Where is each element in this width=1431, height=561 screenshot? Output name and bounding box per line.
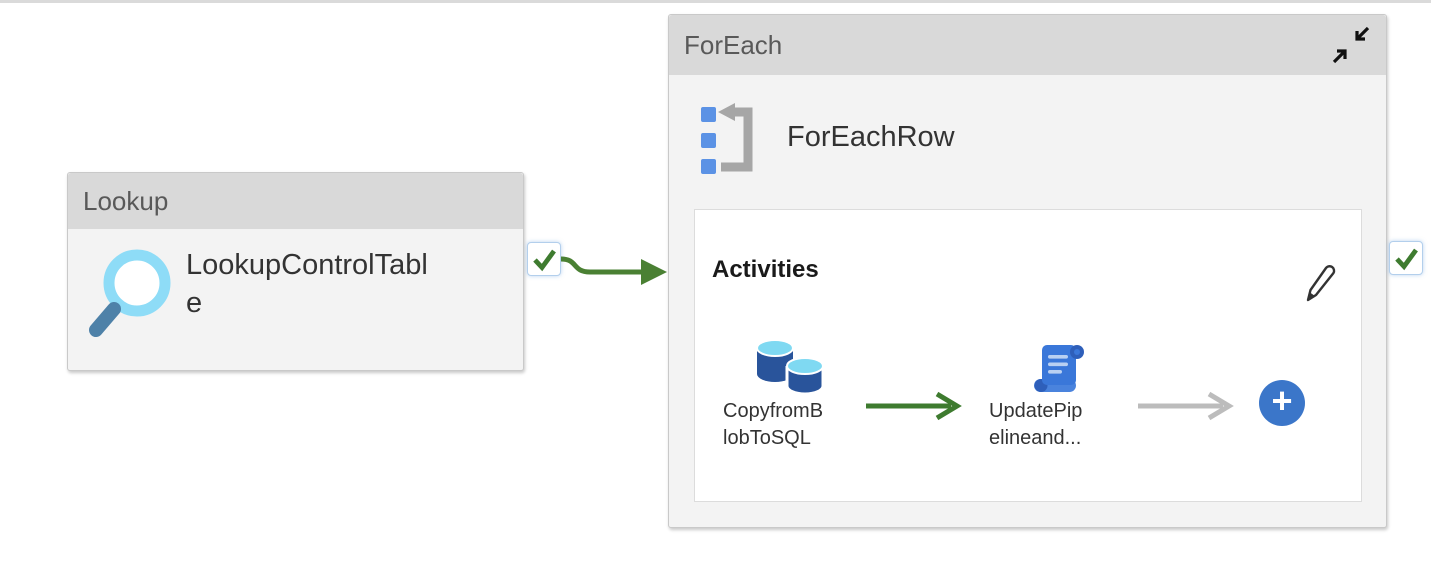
inner-success-connector-arrow[interactable] [865, 391, 963, 421]
lookup-node-header[interactable]: Lookup [68, 173, 523, 229]
lookup-node-name: LookupControlTabl e [186, 249, 428, 319]
foreach-loop-icon [701, 103, 753, 174]
canvas-top-divider [0, 0, 1431, 3]
magnifier-icon [89, 249, 171, 337]
collapse-icon[interactable] [1331, 25, 1371, 65]
foreach-node-name: ForEachRow [787, 121, 955, 153]
foreach-node-type-label: ForEach [684, 29, 783, 60]
foreach-node-header[interactable]: ForEach [669, 15, 1386, 75]
activities-title: Activities [712, 256, 819, 283]
foreach-activity-node[interactable]: ForEach ForEachRow Activities [668, 14, 1387, 528]
green-checkmark-icon [532, 249, 556, 271]
copy-activity-icon[interactable] [755, 338, 833, 398]
next-connector-arrow-inactive [1138, 391, 1234, 421]
copy-activity-label[interactable]: CopyfromB lobToSQL [723, 400, 824, 449]
lookup-node-type-label: Lookup [83, 185, 169, 216]
green-checkmark-icon [1394, 248, 1418, 270]
foreach-success-output-badge[interactable] [1389, 241, 1423, 275]
activities-panel: Activities CopyfromB lobToSQL [694, 209, 1362, 502]
stored-procedure-activity-label[interactable]: UpdatePip elineand... [989, 400, 1083, 449]
edit-pencil-icon[interactable] [1300, 260, 1336, 308]
lookup-activity-node[interactable]: Lookup LookupControlTabl e [67, 172, 524, 371]
stored-procedure-activity-icon[interactable] [1030, 343, 1090, 397]
success-connector-arrow[interactable] [560, 245, 670, 293]
lookup-success-output-badge[interactable] [527, 242, 561, 276]
add-activity-button[interactable]: + [1259, 380, 1305, 426]
